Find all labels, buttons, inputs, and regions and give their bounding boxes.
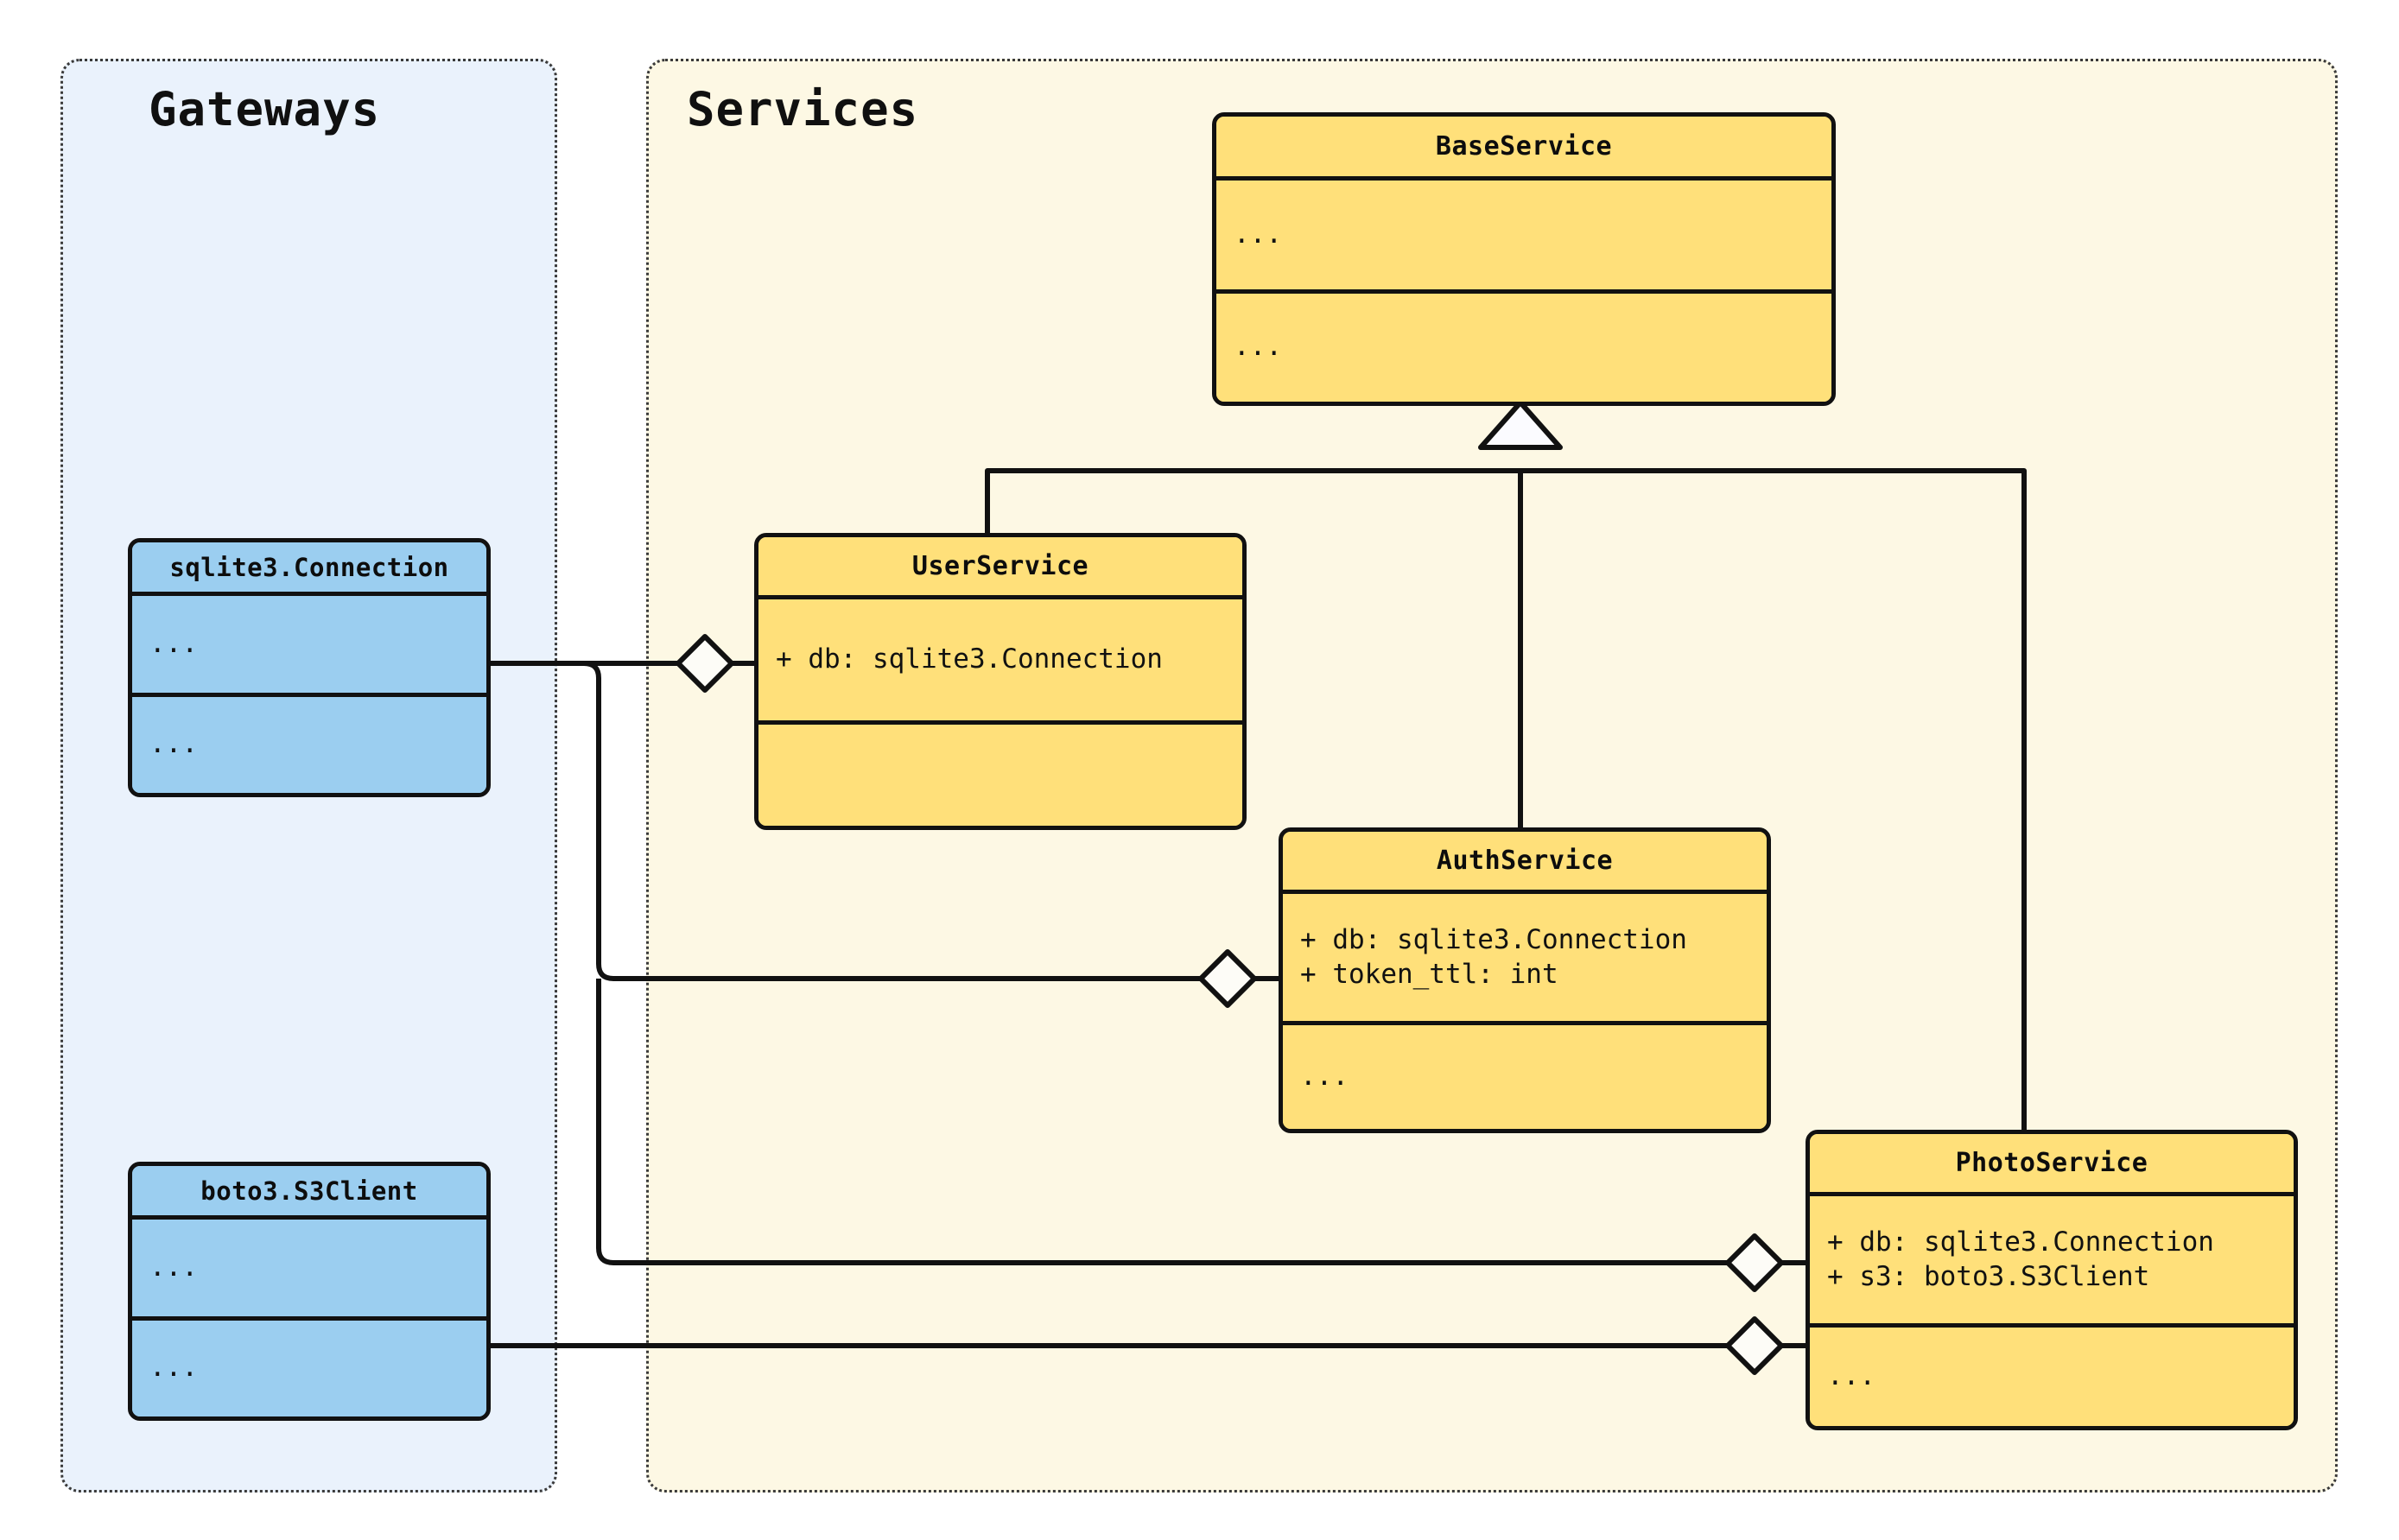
aggregation-user-db bbox=[491, 634, 754, 693]
class-box-sqlite3-connection[interactable]: sqlite3.Connection ... ... bbox=[128, 538, 491, 797]
class-box-photo-service[interactable]: PhotoService + db: sqlite3.Connection + … bbox=[1806, 1130, 2298, 1430]
class-name-photo-service: PhotoService bbox=[1810, 1134, 2294, 1196]
class-operations-sqlite3-connection: ... bbox=[132, 696, 486, 793]
class-operations-boto3-s3client: ... bbox=[132, 1320, 486, 1416]
operation-line: ... bbox=[149, 1352, 198, 1384]
class-operations-auth-service: ... bbox=[1283, 1025, 1767, 1129]
class-attributes-base-service: ... bbox=[1216, 181, 1831, 294]
class-box-user-service[interactable]: UserService + db: sqlite3.Connection bbox=[754, 533, 1247, 830]
aggregation-photo-s3 bbox=[491, 1316, 1806, 1375]
class-attributes-boto3-s3client: ... bbox=[132, 1220, 486, 1321]
attribute-line: ... bbox=[1234, 218, 1282, 250]
class-attributes-photo-service: + db: sqlite3.Connection + s3: boto3.S3C… bbox=[1810, 1196, 2294, 1328]
attribute-line: + s3: boto3.S3Client bbox=[1827, 1260, 2150, 1292]
class-attributes-user-service: + db: sqlite3.Connection bbox=[758, 599, 1242, 725]
attribute-line: + db: sqlite3.Connection bbox=[776, 643, 1163, 675]
aggregation-auth-db bbox=[491, 661, 1279, 1008]
package-gateways-title: Gateways bbox=[149, 82, 381, 136]
class-operations-base-service: ... bbox=[1216, 293, 1831, 402]
class-name-user-service: UserService bbox=[758, 537, 1242, 599]
attribute-line: ... bbox=[149, 627, 198, 659]
class-box-base-service[interactable]: BaseService ... ... bbox=[1212, 112, 1836, 406]
operation-line: ... bbox=[1827, 1360, 1875, 1392]
operation-line: ... bbox=[149, 728, 198, 760]
attribute-line: + db: sqlite3.Connection bbox=[1300, 923, 1687, 955]
class-attributes-sqlite3-connection: ... bbox=[132, 596, 486, 697]
operation-line: ... bbox=[1300, 1061, 1349, 1093]
attribute-line: + token_ttl: int bbox=[1300, 958, 1558, 990]
class-attributes-auth-service: + db: sqlite3.Connection + token_ttl: in… bbox=[1283, 894, 1767, 1025]
class-box-boto3-s3client[interactable]: boto3.S3Client ... ... bbox=[128, 1162, 491, 1421]
class-box-auth-service[interactable]: AuthService + db: sqlite3.Connection + t… bbox=[1279, 827, 1771, 1133]
attribute-line: ... bbox=[149, 1251, 198, 1283]
operation-line: ... bbox=[1234, 331, 1282, 363]
class-name-auth-service: AuthService bbox=[1283, 832, 1767, 894]
class-operations-photo-service: ... bbox=[1810, 1328, 2294, 1426]
attribute-line: + db: sqlite3.Connection bbox=[1827, 1226, 2214, 1258]
class-name-sqlite3-connection: sqlite3.Connection bbox=[132, 542, 486, 596]
generalization-bus bbox=[985, 468, 2027, 1130]
aggregation-photo-db bbox=[596, 979, 1806, 1292]
class-operations-user-service bbox=[758, 725, 1242, 826]
class-name-base-service: BaseService bbox=[1216, 117, 1831, 181]
package-services-title: Services bbox=[687, 82, 919, 136]
generalization-arrowhead-icon bbox=[1478, 400, 1563, 450]
class-name-boto3-s3client: boto3.S3Client bbox=[132, 1166, 486, 1220]
